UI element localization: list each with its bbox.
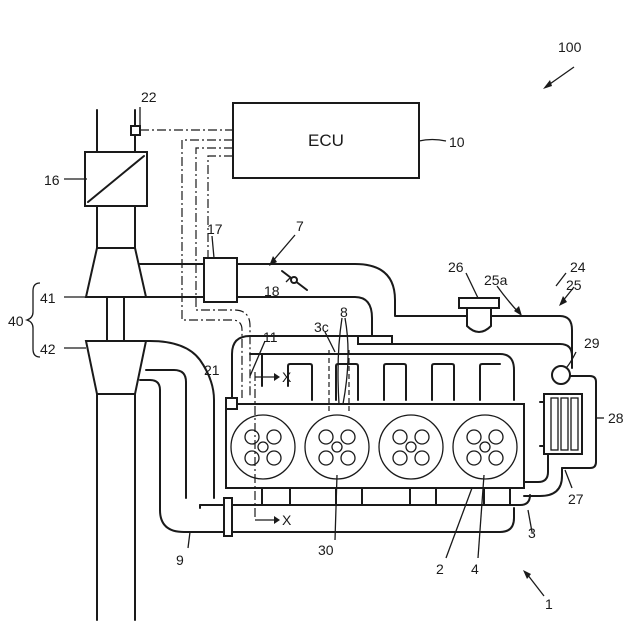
label-8: 8 (340, 304, 348, 320)
throttle-valve-18 (282, 271, 307, 290)
airflow-sensor-17 (204, 258, 237, 302)
label-x-bottom: X (282, 512, 292, 528)
label-30: 30 (318, 542, 334, 558)
label-11: 11 (263, 329, 278, 345)
turbine-42 (86, 341, 146, 394)
label-1: 1 (545, 596, 553, 612)
label-41: 41 (40, 290, 56, 306)
exhaust-runners (262, 488, 510, 505)
exhaust-sensor (224, 498, 232, 536)
pipe-connector (358, 336, 392, 344)
label-3: 3 (528, 525, 536, 541)
label-26: 26 (448, 259, 464, 275)
label-22: 22 (141, 89, 157, 105)
label-100: 100 (558, 39, 582, 55)
label-29: 29 (584, 335, 600, 351)
label-4: 4 (471, 561, 479, 577)
label-27: 27 (568, 491, 584, 507)
label-40: 40 (8, 313, 24, 329)
compressor-41 (86, 248, 146, 297)
label-24: 24 (570, 259, 586, 275)
valve-29 (552, 366, 570, 384)
air-cleaner-16 (85, 152, 147, 206)
label-21: 21 (204, 362, 220, 378)
ecu-text: ECU (308, 131, 344, 150)
sensor-22 (131, 126, 140, 135)
label-42: 42 (40, 341, 56, 357)
intake-manifold (232, 336, 514, 400)
label-25a: 25a (484, 272, 508, 288)
label-x-top: X (282, 369, 292, 385)
label-25: 25 (566, 277, 582, 293)
sensor-21 (226, 398, 237, 409)
label-28: 28 (608, 410, 624, 426)
label-17: 17 (207, 221, 223, 237)
label-10: 10 (449, 134, 465, 150)
bracket-40 (27, 283, 40, 357)
label-3c: 3c (314, 319, 329, 335)
label-7: 7 (296, 218, 304, 234)
label-18: 18 (264, 283, 280, 299)
label-2: 2 (436, 561, 444, 577)
label-16: 16 (44, 172, 60, 188)
label-9: 9 (176, 552, 184, 568)
